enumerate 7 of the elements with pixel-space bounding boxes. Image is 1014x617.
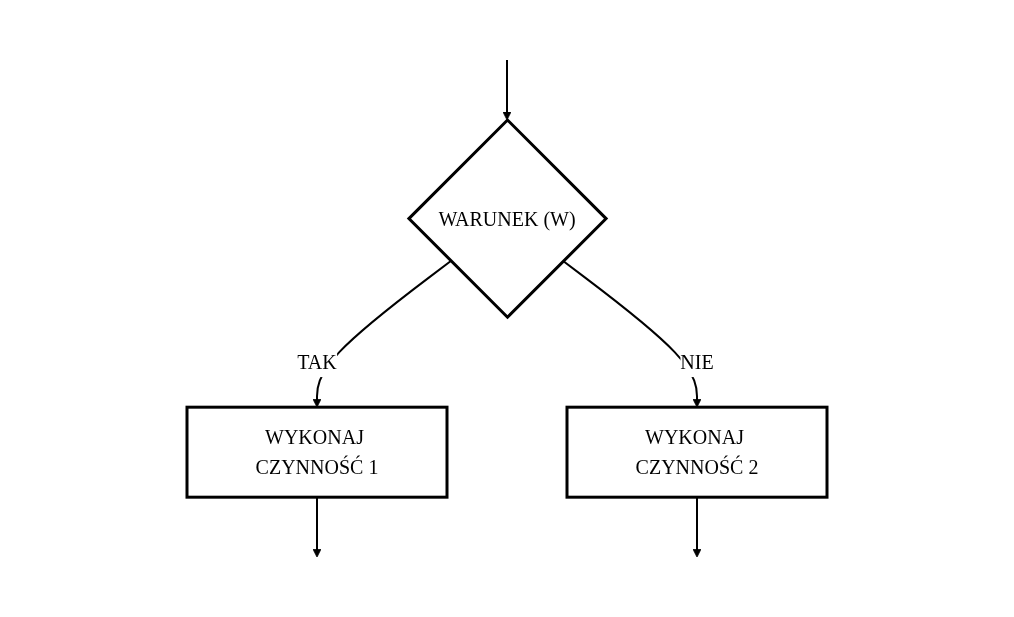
edge-label: NIE (680, 351, 714, 374)
edge-label: TAK (297, 351, 337, 374)
node-box: WYKONAJ CZYNNOŚĆ 2 (565, 405, 829, 499)
node-diamond: WARUNEK (W) (406, 117, 609, 320)
arrow (562, 259, 702, 408)
arrow (502, 58, 512, 121)
node-box: WYKONAJ CZYNNOŚĆ 1 (185, 405, 449, 499)
